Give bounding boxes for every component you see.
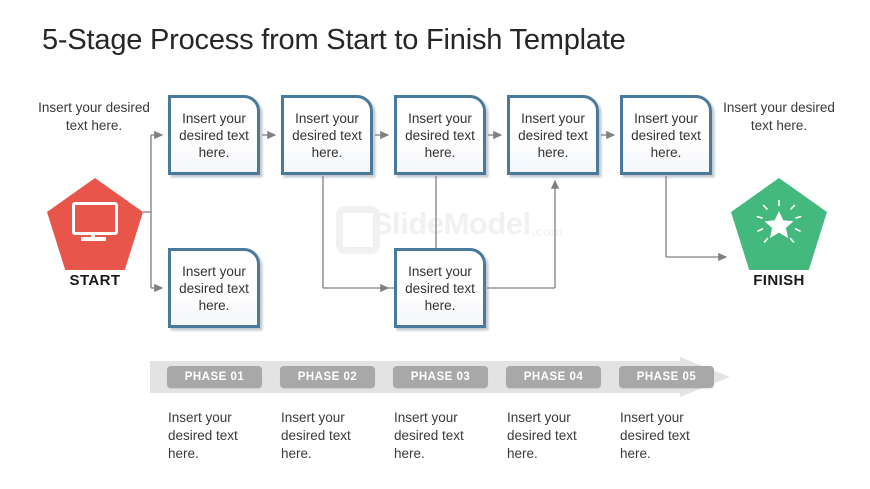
process-box-text: Insert your desired text here. bbox=[631, 110, 701, 160]
phase-caption-4: Insert your desired text here. bbox=[507, 410, 577, 461]
start-caption: Insert your desired text here. bbox=[38, 100, 150, 133]
process-box-text: Insert your desired text here. bbox=[405, 263, 475, 313]
phase-label: PHASE 05 bbox=[636, 371, 697, 383]
process-box-top-3[interactable]: Insert your desired text here. bbox=[394, 95, 486, 175]
process-box-text: Insert your desired text here. bbox=[518, 110, 588, 160]
phase-pill-4[interactable]: PHASE 04 bbox=[506, 366, 601, 388]
phase-caption-3: Insert your desired text here. bbox=[394, 410, 464, 461]
process-box-bottom-2[interactable]: Insert your desired text here. bbox=[394, 248, 486, 328]
phase-pill-2[interactable]: PHASE 02 bbox=[280, 366, 375, 388]
process-box-top-5[interactable]: Insert your desired text here. bbox=[620, 95, 712, 175]
phase-label: PHASE 03 bbox=[410, 371, 471, 383]
phase-pill-5[interactable]: PHASE 05 bbox=[619, 366, 714, 388]
process-box-top-4[interactable]: Insert your desired text here. bbox=[507, 95, 599, 175]
sparkle-star-icon bbox=[756, 199, 802, 243]
phase-label: PHASE 01 bbox=[184, 371, 245, 383]
start-label: START bbox=[69, 272, 121, 289]
monitor-icon bbox=[72, 202, 118, 244]
phase-pill-1[interactable]: PHASE 01 bbox=[167, 366, 262, 388]
phase-pill-3[interactable]: PHASE 03 bbox=[393, 366, 488, 388]
start-node[interactable] bbox=[47, 178, 143, 270]
process-box-top-1[interactable]: Insert your desired text here. bbox=[168, 95, 260, 175]
finish-caption: Insert your desired text here. bbox=[723, 100, 835, 133]
process-box-bottom-1[interactable]: Insert your desired text here. bbox=[168, 248, 260, 328]
phase-caption-1: Insert your desired text here. bbox=[168, 410, 238, 461]
finish-node[interactable] bbox=[731, 178, 827, 270]
process-box-top-2[interactable]: Insert your desired text here. bbox=[281, 95, 373, 175]
process-box-text: Insert your desired text here. bbox=[405, 110, 475, 160]
page-title: 5-Stage Process from Start to Finish Tem… bbox=[42, 24, 626, 56]
process-box-text: Insert your desired text here. bbox=[179, 263, 249, 313]
phase-label: PHASE 04 bbox=[523, 371, 584, 383]
phase-label: PHASE 02 bbox=[297, 371, 358, 383]
finish-label: FINISH bbox=[753, 272, 805, 289]
process-box-text: Insert your desired text here. bbox=[179, 110, 249, 160]
process-box-text: Insert your desired text here. bbox=[292, 110, 362, 160]
phase-caption-5: Insert your desired text here. bbox=[620, 410, 690, 461]
phase-caption-2: Insert your desired text here. bbox=[281, 410, 351, 461]
